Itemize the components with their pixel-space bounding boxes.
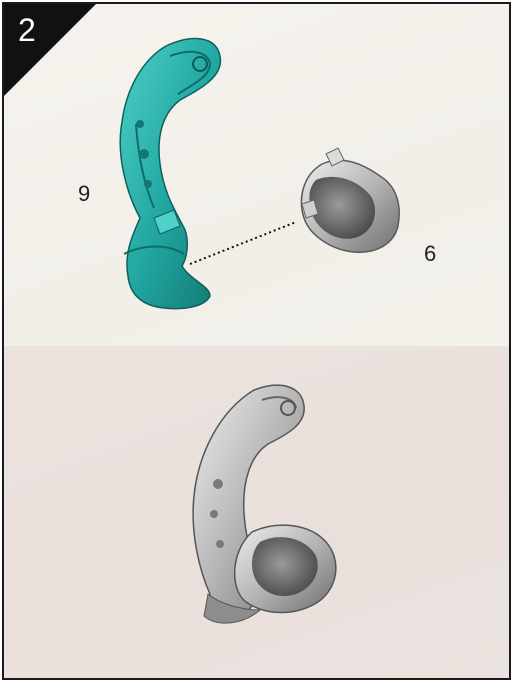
connector-line <box>190 222 296 264</box>
part-label-6: 6 <box>424 241 436 267</box>
illustration-layer <box>4 4 509 678</box>
part-6-cup-piece <box>301 148 399 252</box>
part-9-arc-piece <box>120 39 220 309</box>
assembled-piece <box>193 385 336 623</box>
part-label-9: 9 <box>78 181 90 207</box>
